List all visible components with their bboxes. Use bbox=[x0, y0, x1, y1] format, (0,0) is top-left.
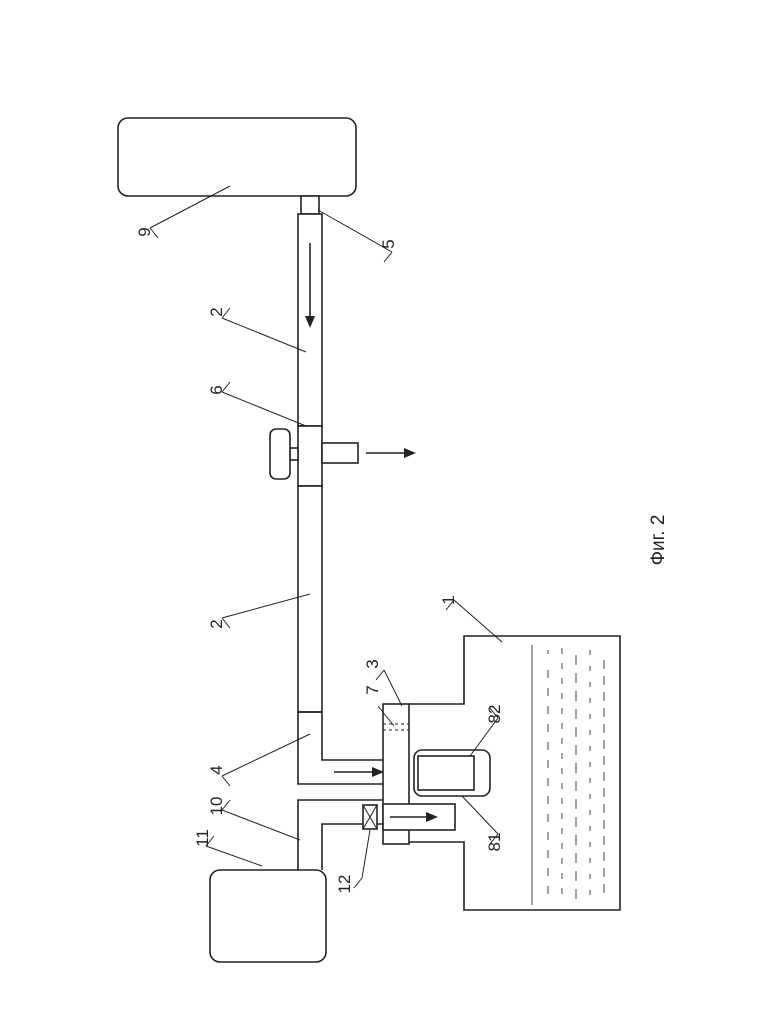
label-9: 9 bbox=[135, 227, 154, 236]
label-81: 81 bbox=[485, 833, 504, 852]
component-9-box bbox=[118, 118, 356, 196]
tank-1-liquid bbox=[532, 645, 604, 905]
label-2-upper: 2 bbox=[207, 307, 226, 316]
label-10: 10 bbox=[207, 797, 226, 816]
valve-6-handle bbox=[270, 429, 290, 479]
label-5: 5 bbox=[379, 239, 398, 248]
tee-6-outlet bbox=[322, 443, 358, 463]
label-1: 1 bbox=[439, 595, 458, 604]
tee-6-body bbox=[298, 426, 322, 486]
label-4: 4 bbox=[207, 765, 226, 774]
label-82: 82 bbox=[485, 705, 504, 724]
elbow-4 bbox=[298, 712, 383, 784]
label-3: 3 bbox=[363, 659, 382, 668]
connector-5 bbox=[301, 196, 319, 214]
label-7: 7 bbox=[363, 685, 382, 694]
label-12: 12 bbox=[335, 875, 354, 894]
outlet-arrowhead-6 bbox=[404, 448, 416, 458]
label-6: 6 bbox=[207, 385, 226, 394]
label-2-lower: 2 bbox=[207, 619, 226, 628]
figure-caption: Фиг. 2 bbox=[648, 515, 669, 566]
container-82 bbox=[418, 756, 474, 790]
valve-6-stem bbox=[290, 448, 298, 460]
pipe-2-lower bbox=[298, 486, 322, 712]
label-11: 11 bbox=[193, 829, 212, 847]
component-11-box bbox=[210, 870, 326, 962]
